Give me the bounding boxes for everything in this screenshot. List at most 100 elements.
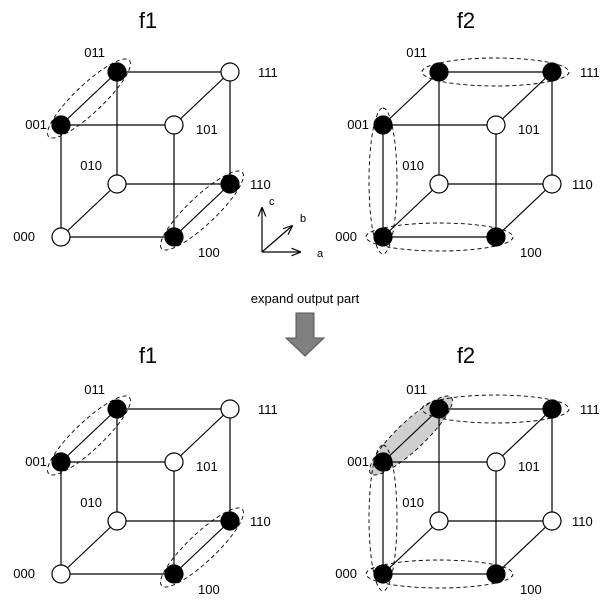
- vertex-label-011: 011: [84, 45, 105, 60]
- vertex-label-101: 101: [196, 459, 218, 474]
- vertex-label-000: 000: [13, 566, 35, 581]
- vertex-label-011: 011: [406, 45, 427, 60]
- vertex-101-off: [164, 115, 184, 135]
- edge-000-010: [382, 520, 440, 575]
- group-011-111: [421, 57, 570, 87]
- vertex-110-on: [220, 174, 240, 194]
- cube-title: f2: [457, 343, 475, 368]
- vertex-010-off: [107, 511, 127, 531]
- vertex-label-100: 100: [520, 245, 542, 260]
- vertex-000-on: [373, 564, 393, 584]
- vertex-011-on: [429, 62, 449, 82]
- edge-001-011: [60, 71, 118, 126]
- vertex-label-001: 001: [25, 117, 47, 132]
- axes-legend: a b c: [262, 196, 324, 260]
- vertex-010-off: [429, 511, 449, 531]
- vertex-label-100: 100: [520, 582, 542, 597]
- edge-101-111: [495, 71, 553, 126]
- vertex-label-101: 101: [518, 122, 540, 137]
- edge-100-110: [173, 183, 231, 238]
- edge-101-111: [173, 71, 231, 126]
- edge-101-111: [495, 408, 553, 463]
- vertex-010-off: [429, 174, 449, 194]
- vertex-label-100: 100: [198, 582, 220, 597]
- vertex-100-on: [486, 227, 506, 247]
- vertex-label-111: 111: [580, 65, 600, 80]
- vertex-001-on: [51, 452, 71, 472]
- axis-b-arrow: [261, 226, 292, 253]
- group-000-001: [368, 107, 398, 255]
- edge-100-110: [495, 520, 553, 575]
- vertex-label-001: 001: [347, 117, 369, 132]
- cube-f2-bottom: f2 000 100 010 110 001 101 011 111: [335, 343, 599, 597]
- vertex-label-110: 110: [572, 514, 593, 529]
- vertex-label-111: 111: [258, 402, 278, 417]
- vertex-111-on: [542, 399, 562, 419]
- vertex-100-on: [164, 564, 184, 584]
- vertex-001-on: [373, 452, 393, 472]
- vertex-010-off: [107, 174, 127, 194]
- vertex-101-off: [164, 452, 184, 472]
- edge-100-110: [173, 520, 231, 575]
- vertex-011-on: [107, 62, 127, 82]
- vertex-label-010: 010: [402, 158, 424, 173]
- cube-title: f1: [139, 8, 157, 33]
- vertex-011-on: [107, 399, 127, 419]
- vertex-label-110: 110: [250, 177, 271, 192]
- edge-000-010: [60, 520, 118, 575]
- vertex-110-off: [542, 174, 562, 194]
- vertex-label-001: 001: [25, 454, 47, 469]
- vertex-label-111: 111: [258, 65, 278, 80]
- vertex-label-110: 110: [250, 514, 271, 529]
- vertex-label-000: 000: [13, 229, 35, 244]
- axis-a-label: a: [317, 248, 324, 260]
- edge-000-010: [382, 183, 440, 238]
- vertex-000-off: [51, 227, 71, 247]
- vertex-011-on: [429, 399, 449, 419]
- edge-001-011: [382, 71, 440, 126]
- vertex-001-on: [51, 115, 71, 135]
- cube-title: f2: [457, 8, 475, 33]
- step-label: expand output part: [251, 291, 360, 306]
- group-001-011: [47, 395, 131, 476]
- cube-f2-top: f2 000 100 010 110 001 101 011 111: [335, 8, 599, 260]
- vertex-label-010: 010: [402, 495, 424, 510]
- vertex-label-000: 000: [335, 566, 357, 581]
- group-100-110: [160, 170, 244, 251]
- edge-001-011: [60, 408, 118, 463]
- vertex-label-001: 001: [347, 454, 369, 469]
- group-000-100: [365, 559, 514, 589]
- group-000-100: [365, 222, 514, 252]
- vertex-100-on: [486, 564, 506, 584]
- down-arrow-icon: [284, 312, 326, 357]
- vertex-label-011: 011: [84, 382, 105, 397]
- vertex-000-off: [51, 564, 71, 584]
- vertex-101-off: [486, 115, 506, 135]
- vertex-label-101: 101: [196, 122, 218, 137]
- axis-b-label: b: [300, 213, 306, 225]
- group-100-110: [160, 507, 244, 588]
- vertex-label-101: 101: [518, 459, 540, 474]
- group-011-111: [421, 394, 570, 424]
- vertex-label-111: 111: [580, 402, 600, 417]
- vertex-111-off: [220, 62, 240, 82]
- vertex-label-011: 011: [406, 382, 427, 397]
- vertex-100-on: [164, 227, 184, 247]
- vertex-label-000: 000: [335, 229, 357, 244]
- vertex-110-off: [542, 511, 562, 531]
- edge-101-111: [173, 408, 231, 463]
- vertex-label-010: 010: [80, 158, 102, 173]
- vertex-110-on: [220, 511, 240, 531]
- edge-001-011: [382, 408, 440, 463]
- edge-100-110: [495, 183, 553, 238]
- cube-title: f1: [139, 343, 157, 368]
- edge-000-010: [60, 183, 118, 238]
- vertex-label-110: 110: [572, 177, 593, 192]
- vertex-101-off: [486, 452, 506, 472]
- group-000-001: [368, 444, 398, 592]
- vertex-001-on: [373, 115, 393, 135]
- vertex-111-on: [542, 62, 562, 82]
